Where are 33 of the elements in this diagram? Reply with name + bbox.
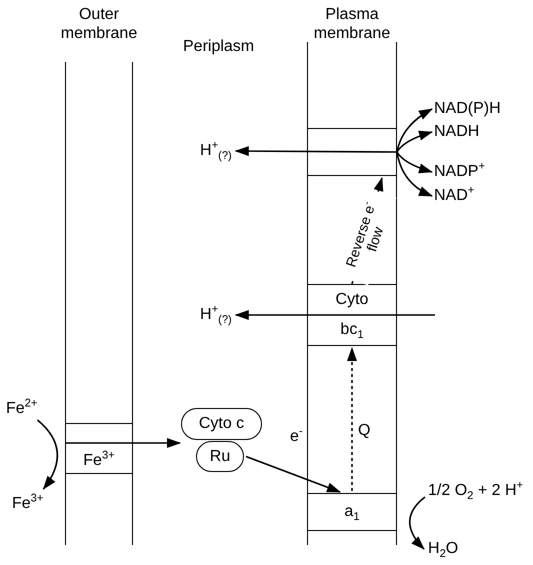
protein-name: a$_{1}$ <box>344 503 360 521</box>
arrow <box>246 456 341 493</box>
protein-complex <box>307 128 397 176</box>
membrane-label: Outer membrane <box>60 5 138 43</box>
arrow <box>396 108 433 152</box>
protein-complex <box>307 284 397 346</box>
edge-label: e$^{-}$ <box>290 428 303 446</box>
chemical-label: 1/2 O$_{2}$ + 2 H$^{+}$ <box>428 482 524 500</box>
chemical-label: NAD(P)H <box>434 100 501 118</box>
chemical-label: Fe$^{2+}$ <box>6 400 38 418</box>
chemical-label: NAD$^{+}$ <box>434 187 474 205</box>
protein-complex <box>307 493 397 531</box>
region-label: Periplasm <box>183 38 254 56</box>
arrow <box>65 438 181 448</box>
arrow <box>234 310 435 320</box>
arrow <box>234 146 397 156</box>
protein-name: Cyto c <box>198 415 244 433</box>
chemical-label: Fe$^{3+}$ <box>12 495 44 513</box>
protein-name: Fe$^{3+}$ <box>83 452 115 470</box>
arrow <box>409 496 426 550</box>
arrow <box>36 419 58 490</box>
membrane-label: Plasma membrane <box>312 5 392 43</box>
arrow <box>396 152 433 174</box>
edge-label: Q <box>358 422 370 440</box>
chemical-label: H$_{2}$O <box>428 540 458 558</box>
protein-name: Cyto bc$_{1}$ <box>334 290 370 344</box>
arrow <box>396 130 433 152</box>
chemical-label: NADH <box>434 123 480 141</box>
chemical-label: NADP$^{+}$ <box>434 163 485 181</box>
arrow <box>347 347 357 491</box>
protein-complex <box>65 423 133 474</box>
arrow <box>396 152 433 197</box>
protein-name: Ru <box>210 448 230 466</box>
